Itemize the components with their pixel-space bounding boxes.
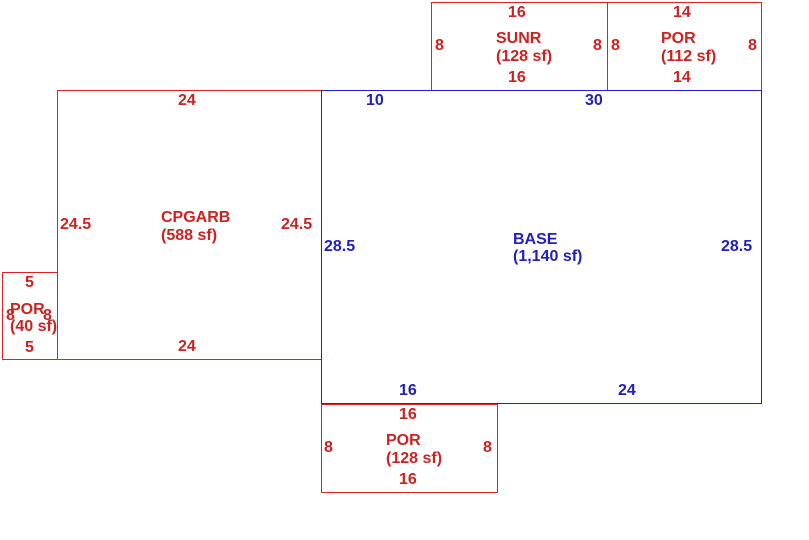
porch-top-bottom-dimension: 14 [673, 69, 691, 86]
porch-bottom-area-label: (128 sf) [386, 450, 443, 467]
base-area [321, 90, 762, 404]
base-top-left-dimension: 10 [366, 92, 384, 109]
base-left-dimension: 28.5 [324, 238, 356, 255]
sunroom-top-dimension: 16 [508, 4, 526, 21]
porch-small-area [2, 272, 58, 360]
porch-top-top-dimension: 14 [673, 4, 691, 21]
sunroom-area-label: (128 sf) [496, 48, 553, 65]
base-area-label: (1,140 sf) [513, 248, 583, 265]
garage-name: CPGARB [161, 209, 231, 226]
porch-small-name: POR [10, 301, 45, 318]
garage-left-dimension: 24.5 [60, 216, 92, 233]
porch-bottom-right-dimension: 8 [483, 439, 492, 456]
sunroom-bottom-dimension: 16 [508, 69, 526, 86]
base-name: BASE [513, 231, 558, 248]
garage-top-dimension: 24 [178, 92, 196, 109]
garage-right-dimension: 24.5 [281, 216, 313, 233]
porch-small-top-dimension: 5 [25, 274, 34, 291]
porch-small-right-dimension: 8 [43, 307, 52, 324]
porch-bottom-bottom-dimension: 16 [399, 471, 417, 488]
porch-small-area-label: (40 sf) [10, 318, 58, 335]
porch-bottom-left-dimension: 8 [324, 439, 333, 456]
porch-top-left-dimension: 8 [611, 37, 620, 54]
base-right-dimension: 28.5 [721, 238, 753, 255]
sunroom-name: SUNR [496, 30, 542, 47]
porch-bottom-top-dimension: 16 [399, 406, 417, 423]
sunroom-left-dimension: 8 [435, 37, 444, 54]
porch-top-right-dimension: 8 [748, 37, 757, 54]
base-bottom-right-dimension: 24 [618, 382, 636, 399]
base-bottom-left-dimension: 16 [399, 382, 417, 399]
sunroom-right-dimension: 8 [593, 37, 602, 54]
garage-bottom-dimension: 24 [178, 338, 196, 355]
porch-bottom-area [321, 404, 498, 493]
garage-area-label: (588 sf) [161, 227, 218, 244]
porch-bottom-name: POR [386, 432, 421, 449]
base-top-right-dimension: 30 [585, 92, 603, 109]
porch-small-left-dimension: 8 [6, 307, 15, 324]
porch-top-name: POR [661, 30, 696, 47]
porch-small-bottom-dimension: 5 [25, 339, 34, 356]
porch-top-area-label: (112 sf) [661, 48, 717, 65]
